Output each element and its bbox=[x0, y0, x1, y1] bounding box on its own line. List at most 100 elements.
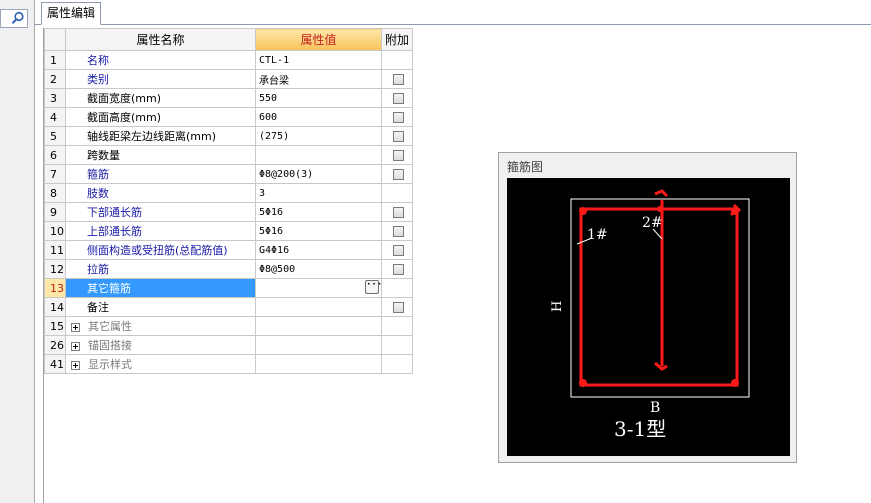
extra-checkbox[interactable] bbox=[393, 74, 404, 85]
extra-cell bbox=[381, 126, 413, 146]
property-name[interactable]: 跨数量 bbox=[65, 145, 256, 165]
left-panel bbox=[0, 0, 35, 503]
property-name[interactable]: 其它箍筋 bbox=[65, 278, 256, 298]
property-name[interactable]: 截面宽度(mm) bbox=[65, 88, 256, 108]
property-value[interactable]: Φ8@200(3) bbox=[255, 164, 382, 184]
stirrup-panel-title: 箍筋图 bbox=[507, 160, 544, 174]
property-name[interactable]: 拉筋 bbox=[65, 259, 256, 279]
extra-checkbox[interactable] bbox=[393, 302, 404, 313]
extra-cell bbox=[381, 335, 413, 355]
property-value[interactable] bbox=[255, 145, 382, 165]
group-name-cell[interactable]: 其它属性 bbox=[65, 316, 256, 336]
property-value-text: 5Φ16 bbox=[259, 206, 284, 218]
search-icon[interactable] bbox=[11, 11, 25, 25]
extra-checkbox[interactable] bbox=[393, 93, 404, 104]
extra-cell bbox=[381, 221, 413, 241]
row-number: 2 bbox=[44, 69, 66, 89]
property-value[interactable]: 550 bbox=[255, 88, 382, 108]
row-number: 6 bbox=[44, 145, 66, 165]
expand-icon[interactable] bbox=[71, 322, 80, 332]
extra-checkbox[interactable] bbox=[393, 245, 404, 256]
row-number: 9 bbox=[44, 202, 66, 222]
property-name[interactable]: 类别 bbox=[65, 69, 256, 89]
extra-cell bbox=[381, 316, 413, 336]
property-name[interactable]: 截面高度(mm) bbox=[65, 107, 256, 127]
property-value[interactable] bbox=[255, 297, 382, 317]
extra-checkbox[interactable] bbox=[393, 169, 404, 180]
property-name[interactable]: 名称 bbox=[65, 50, 256, 70]
extra-checkbox[interactable] bbox=[393, 226, 404, 237]
property-value-text: 5Φ16 bbox=[259, 225, 284, 237]
extra-cell bbox=[381, 50, 413, 70]
leader-2 bbox=[652, 228, 663, 240]
property-name[interactable]: 下部通长筋 bbox=[65, 202, 256, 222]
group-name-cell[interactable]: 锚固搭接 bbox=[65, 335, 256, 355]
extra-checkbox[interactable] bbox=[393, 131, 404, 142]
property-name[interactable]: 上部通长筋 bbox=[65, 221, 256, 241]
extra-cell bbox=[381, 240, 413, 260]
inner-stirrup-top-hook bbox=[654, 189, 669, 198]
property-name[interactable]: 箍筋 bbox=[65, 164, 256, 184]
search-input[interactable] bbox=[0, 9, 28, 28]
property-value[interactable]: G4Φ16 bbox=[255, 240, 382, 260]
property-value-text: G4Φ16 bbox=[259, 244, 290, 256]
group-value bbox=[255, 335, 382, 355]
property-value[interactable]: Φ8@500 bbox=[255, 259, 382, 279]
extra-checkbox[interactable] bbox=[393, 112, 404, 123]
grid-header-row: 属性名称 属性值 附加 bbox=[44, 28, 413, 51]
extra-checkbox[interactable] bbox=[393, 150, 404, 161]
property-value[interactable]: 5Φ16 bbox=[255, 221, 382, 241]
property-name[interactable]: 侧面构造或受扭筋(总配筋值) bbox=[65, 240, 256, 260]
header-extra[interactable]: 附加 bbox=[381, 28, 413, 51]
extra-checkbox[interactable] bbox=[393, 264, 404, 275]
property-value[interactable]: 5Φ16 bbox=[255, 202, 382, 222]
property-value[interactable]: ··· bbox=[255, 278, 382, 298]
header-property-name[interactable]: 属性名称 bbox=[65, 28, 256, 51]
expand-icon[interactable] bbox=[71, 360, 80, 370]
property-value[interactable]: 承台梁 bbox=[255, 69, 382, 89]
stirrup-canvas: 1# 2# H B 3-1型 bbox=[507, 178, 790, 456]
property-value[interactable]: (275) bbox=[255, 126, 382, 146]
property-value[interactable]: 3 bbox=[255, 183, 382, 203]
rebar-dot bbox=[731, 207, 739, 215]
expand-icon[interactable] bbox=[71, 341, 80, 351]
label-stirrup-type: 3-1型 bbox=[614, 417, 666, 441]
property-value[interactable]: 600 bbox=[255, 107, 382, 127]
row-number: 1 bbox=[44, 50, 66, 70]
extra-cell bbox=[381, 278, 413, 298]
property-name[interactable]: 轴线距梁左边线距离(mm) bbox=[65, 126, 256, 146]
rebar-dot bbox=[579, 379, 587, 387]
group-name-cell[interactable]: 显示样式 bbox=[65, 354, 256, 374]
extra-cell bbox=[381, 183, 413, 203]
group-name: 显示样式 bbox=[88, 358, 132, 371]
rebar-dot bbox=[731, 379, 739, 387]
tab-bar: 属性编辑 bbox=[35, 0, 871, 25]
extra-cell bbox=[381, 145, 413, 165]
property-name[interactable]: 肢数 bbox=[65, 183, 256, 203]
extra-checkbox[interactable] bbox=[393, 207, 404, 218]
row-number: 14 bbox=[44, 297, 66, 317]
ellipsis-button[interactable]: ··· bbox=[365, 280, 381, 294]
property-value[interactable]: CTL-1 bbox=[255, 50, 382, 70]
property-name[interactable]: 备注 bbox=[65, 297, 256, 317]
header-property-value[interactable]: 属性值 bbox=[255, 28, 382, 51]
tab-property-edit[interactable]: 属性编辑 bbox=[41, 2, 102, 25]
section-outline bbox=[570, 198, 750, 398]
